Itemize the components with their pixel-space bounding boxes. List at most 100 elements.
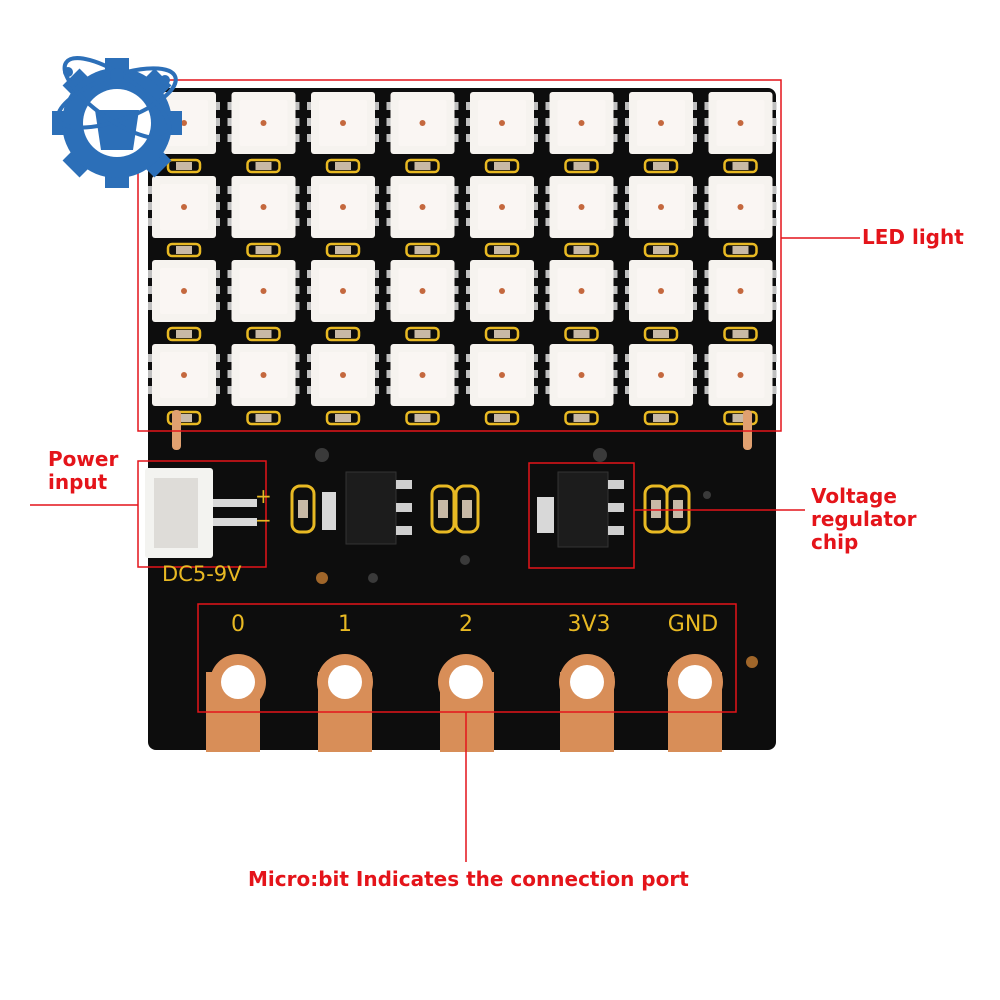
led-pad (466, 354, 472, 362)
led-pad (625, 286, 631, 294)
led-capacitor-body (414, 330, 431, 338)
led-capacitor (643, 242, 679, 258)
led-pad (227, 134, 234, 142)
led-pad (293, 370, 300, 378)
voltage-line3: chip (811, 530, 859, 554)
led-die (737, 204, 744, 210)
led-pad (452, 134, 459, 142)
led-pad (293, 134, 300, 142)
via (315, 448, 329, 462)
led-pad (545, 270, 552, 278)
led-capacitor (166, 410, 202, 426)
led-pad (386, 218, 393, 226)
electron (160, 75, 170, 85)
led-pad (611, 118, 618, 126)
led-pad (373, 134, 379, 142)
via (460, 555, 470, 565)
led-pad (386, 102, 393, 110)
led-pad (625, 118, 631, 126)
led-pad (148, 186, 154, 194)
led-pad (214, 134, 220, 142)
led-capacitor (325, 242, 361, 258)
led-pad (704, 354, 711, 362)
pin-label-1: 1 (338, 612, 352, 637)
orbit (62, 56, 172, 140)
led-pad (386, 354, 393, 362)
led-capacitor (723, 326, 758, 342)
led-pad (691, 118, 697, 126)
led-pad (386, 186, 393, 194)
led-pad (532, 218, 538, 226)
led-pad (770, 270, 777, 278)
regulator-1 (322, 471, 412, 545)
led-pad (452, 218, 459, 226)
led-pad (386, 270, 393, 278)
led-pad (704, 370, 711, 378)
led-capacitor-body (732, 162, 749, 170)
led-pad (545, 186, 552, 194)
led-capacitor (246, 326, 281, 342)
regulator-body (345, 471, 397, 545)
led-capacitor-body (255, 162, 272, 170)
led-pad (293, 218, 300, 226)
pin-label-0: 0 (231, 612, 245, 637)
led-pad (466, 202, 472, 210)
led-pad (611, 186, 618, 194)
led-capacitor (405, 326, 440, 342)
regulator-lead (608, 526, 624, 535)
led-pad (532, 118, 538, 126)
led-capacitor-body (335, 162, 351, 170)
led-pad (691, 270, 697, 278)
led-capacitor-body (176, 162, 192, 170)
led-pad (293, 354, 300, 362)
led-pad (214, 102, 220, 110)
led-capacitor-body (573, 414, 590, 422)
capacitor (430, 484, 456, 534)
voltage-regulator-label: Voltage regulator chip (811, 485, 917, 554)
via (746, 656, 758, 668)
led-pad (227, 118, 234, 126)
connection-port-label: Micro:bit Indicates the connection port (248, 867, 689, 891)
led-pad (545, 202, 552, 210)
led-pad (770, 218, 777, 226)
led-pad (770, 134, 777, 142)
pin-hole-2 (449, 665, 483, 699)
led-capacitor (325, 326, 361, 342)
led-pad (373, 102, 379, 110)
callout-boxes (137, 79, 782, 713)
led-pad (452, 302, 459, 310)
led-capacitor (484, 326, 520, 342)
led-capacitor (166, 242, 202, 258)
led-capacitor-body (573, 330, 590, 338)
side-pad-left (172, 410, 181, 450)
led-capacitor-body (494, 162, 510, 170)
led-pad (293, 270, 300, 278)
led-capacitor-body (176, 414, 192, 422)
led-die (181, 120, 187, 126)
led-pad (373, 186, 379, 194)
led-pad (704, 102, 711, 110)
led-capacitor-body (335, 246, 351, 254)
led-die (737, 120, 744, 126)
power-input-box (137, 460, 267, 568)
led-pad (148, 202, 154, 210)
regulator-box (528, 462, 635, 569)
led-pad (545, 302, 552, 310)
pcb-board (148, 88, 776, 750)
led-pad (545, 370, 552, 378)
led-pad (770, 354, 777, 362)
led-pad (691, 286, 697, 294)
led-pad (148, 286, 154, 294)
led-pad (373, 202, 379, 210)
led-capacitor-body (573, 162, 590, 170)
via (368, 573, 378, 583)
regulator-lead (396, 503, 412, 512)
led-pad (611, 386, 618, 394)
led-pad (214, 302, 220, 310)
led-pad (452, 386, 459, 394)
side-pad-right (743, 410, 752, 450)
led-capacitor (484, 410, 520, 426)
led-pad (532, 202, 538, 210)
led-light-box (137, 79, 782, 432)
via (316, 572, 328, 584)
